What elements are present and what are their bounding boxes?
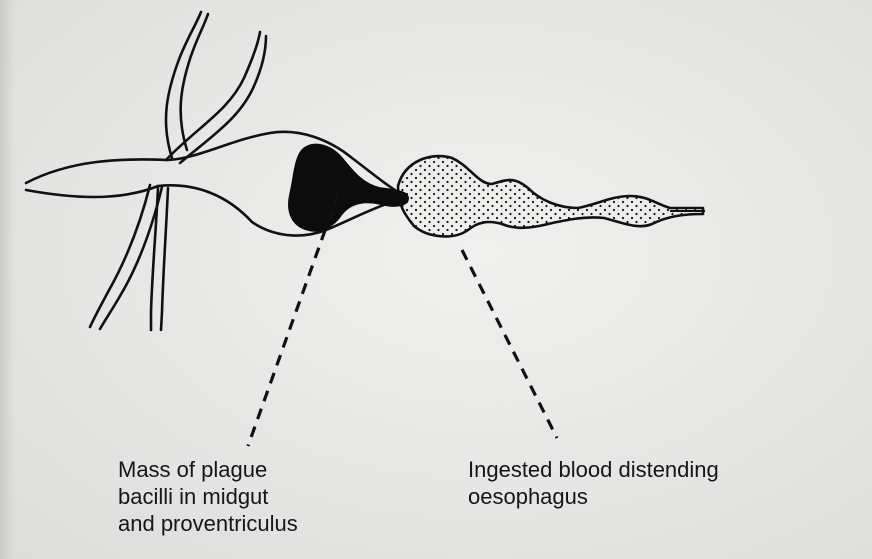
label-oesophagus-blood: Ingested blood distending oesophagus (468, 456, 719, 510)
label-midgut-bacilli: Mass of plague bacilli in midgut and pro… (118, 456, 298, 537)
leader-oesophagus (462, 250, 557, 438)
oesophagus-blood (398, 156, 703, 236)
lower-leg-right (151, 188, 168, 330)
upper-leg-left (166, 12, 208, 158)
leader-midgut (248, 194, 338, 446)
